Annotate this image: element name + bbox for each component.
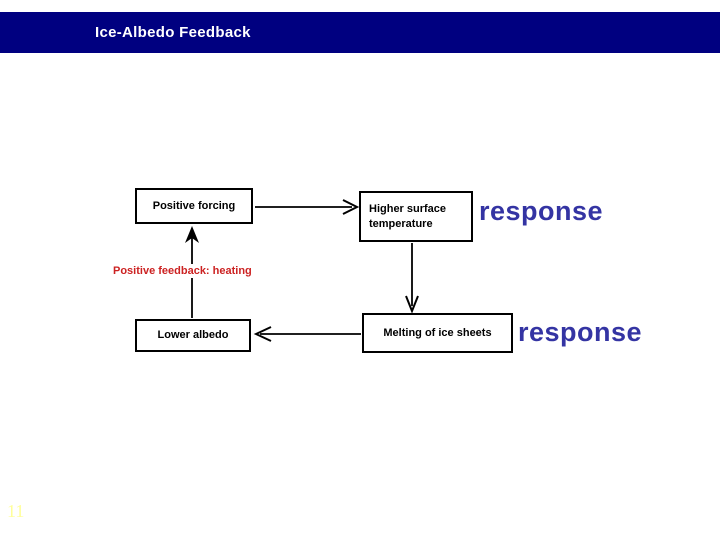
box-higher-surface-temperature-line1: Higher surface	[369, 202, 447, 215]
slide-title: Ice-Albedo Feedback	[95, 24, 251, 41]
box-melting-of-ice-sheets: Melting of ice sheets	[362, 313, 513, 353]
box-higher-surface-temperature-line2: temperature	[369, 217, 433, 230]
page-number: 11	[7, 501, 25, 521]
response-label-bottom: response	[518, 317, 643, 347]
slide-title-bar: Ice-Albedo Feedback	[0, 12, 720, 53]
arrow-temperature-to-melting	[405, 243, 419, 314]
arrow-melting-to-albedo	[253, 326, 361, 342]
box-higher-surface-temperature: Higher surface temperature	[359, 191, 473, 242]
box-positive-forcing-label: Positive forcing	[152, 199, 236, 212]
arrow-forcing-to-temperature	[255, 199, 360, 215]
response-label-top: response	[479, 196, 604, 226]
box-melting-of-ice-sheets-label: Melting of ice sheets	[383, 326, 492, 339]
feedback-label: Positive feedback: heating	[110, 264, 255, 278]
box-lower-albedo: Lower albedo	[135, 319, 251, 352]
box-positive-forcing: Positive forcing	[135, 188, 253, 224]
box-lower-albedo-label: Lower albedo	[157, 329, 229, 341]
